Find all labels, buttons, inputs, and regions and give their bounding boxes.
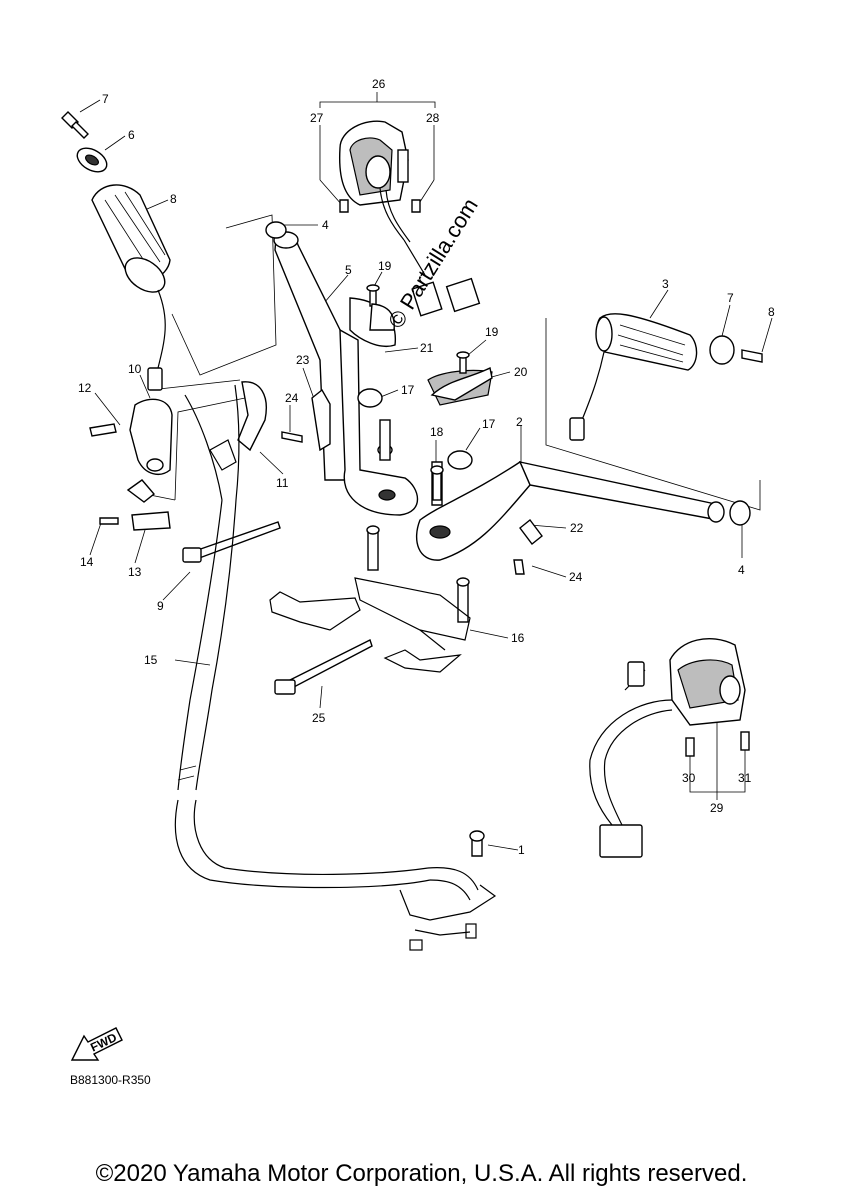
callout-20: 20 [514, 365, 528, 379]
small-bolts [281, 284, 493, 857]
cable-tie [182, 521, 373, 695]
right-grip [569, 313, 763, 526]
callout-7-left: 7 [102, 92, 109, 106]
callout-numbers: 26 27 28 7 6 8 4 5 19 21 23 24 17 18 19 … [78, 77, 775, 857]
callout-17-right: 17 [482, 417, 496, 431]
callout-22: 22 [570, 521, 584, 535]
callout-31: 31 [738, 771, 752, 785]
callout-26: 26 [372, 77, 386, 91]
callout-7-right: 8 [768, 305, 775, 319]
callout-24-right: 24 [569, 570, 583, 584]
callout-17-upper: 17 [401, 383, 415, 397]
right-handlebar [416, 369, 725, 575]
callout-9: 9 [157, 599, 164, 613]
throttle-housing [89, 381, 267, 531]
callout-10: 10 [128, 362, 142, 376]
engine-stop-switch [589, 638, 750, 858]
callout-15: 15 [144, 653, 158, 667]
callout-24-left: 24 [285, 391, 299, 405]
callout-11: 11 [276, 476, 289, 490]
callout-18: 18 [430, 425, 444, 439]
leader-lines [79, 92, 773, 851]
callout-3: 3 [662, 277, 669, 291]
callout-6-right: 7 [727, 291, 734, 305]
callout-19-upper: 19 [378, 259, 392, 273]
callout-13: 13 [128, 565, 142, 579]
fwd-arrow-icon: FWD [70, 1027, 123, 1061]
callout-28: 28 [426, 111, 440, 125]
callout-19-right: 19 [485, 325, 499, 339]
throttle-cables [174, 384, 497, 951]
callout-23: 23 [296, 353, 310, 367]
callout-5: 5 [345, 263, 352, 277]
left-grip-bolt [61, 111, 89, 139]
start-switch [338, 120, 481, 317]
callout-16: 16 [511, 631, 525, 645]
callout-14: 14 [80, 555, 94, 569]
callout-4-left: 4 [322, 218, 329, 232]
cable-breaks [177, 765, 197, 781]
left-grip [91, 184, 171, 391]
callout-8: 8 [170, 192, 177, 206]
callout-2: 2 [516, 415, 523, 429]
callout-29: 29 [710, 801, 724, 815]
callout-6-left: 6 [128, 128, 135, 142]
left-handlebar [265, 221, 419, 516]
left-grip-end [76, 147, 108, 173]
callout-30: 30 [682, 771, 696, 785]
copyright-notice: ©2020 Yamaha Motor Corporation, U.S.A. A… [95, 1160, 748, 1187]
fwd-label: FWD [88, 1030, 119, 1054]
callout-27: 27 [310, 111, 324, 125]
callout-4-right: 4 [738, 563, 745, 577]
cable-bracket [269, 577, 471, 673]
callout-21: 21 [420, 341, 434, 355]
callout-25: 25 [312, 711, 326, 725]
callout-1: 1 [518, 843, 525, 857]
diagram-code: B881300-R350 [70, 1073, 151, 1087]
callout-12: 12 [78, 381, 92, 395]
